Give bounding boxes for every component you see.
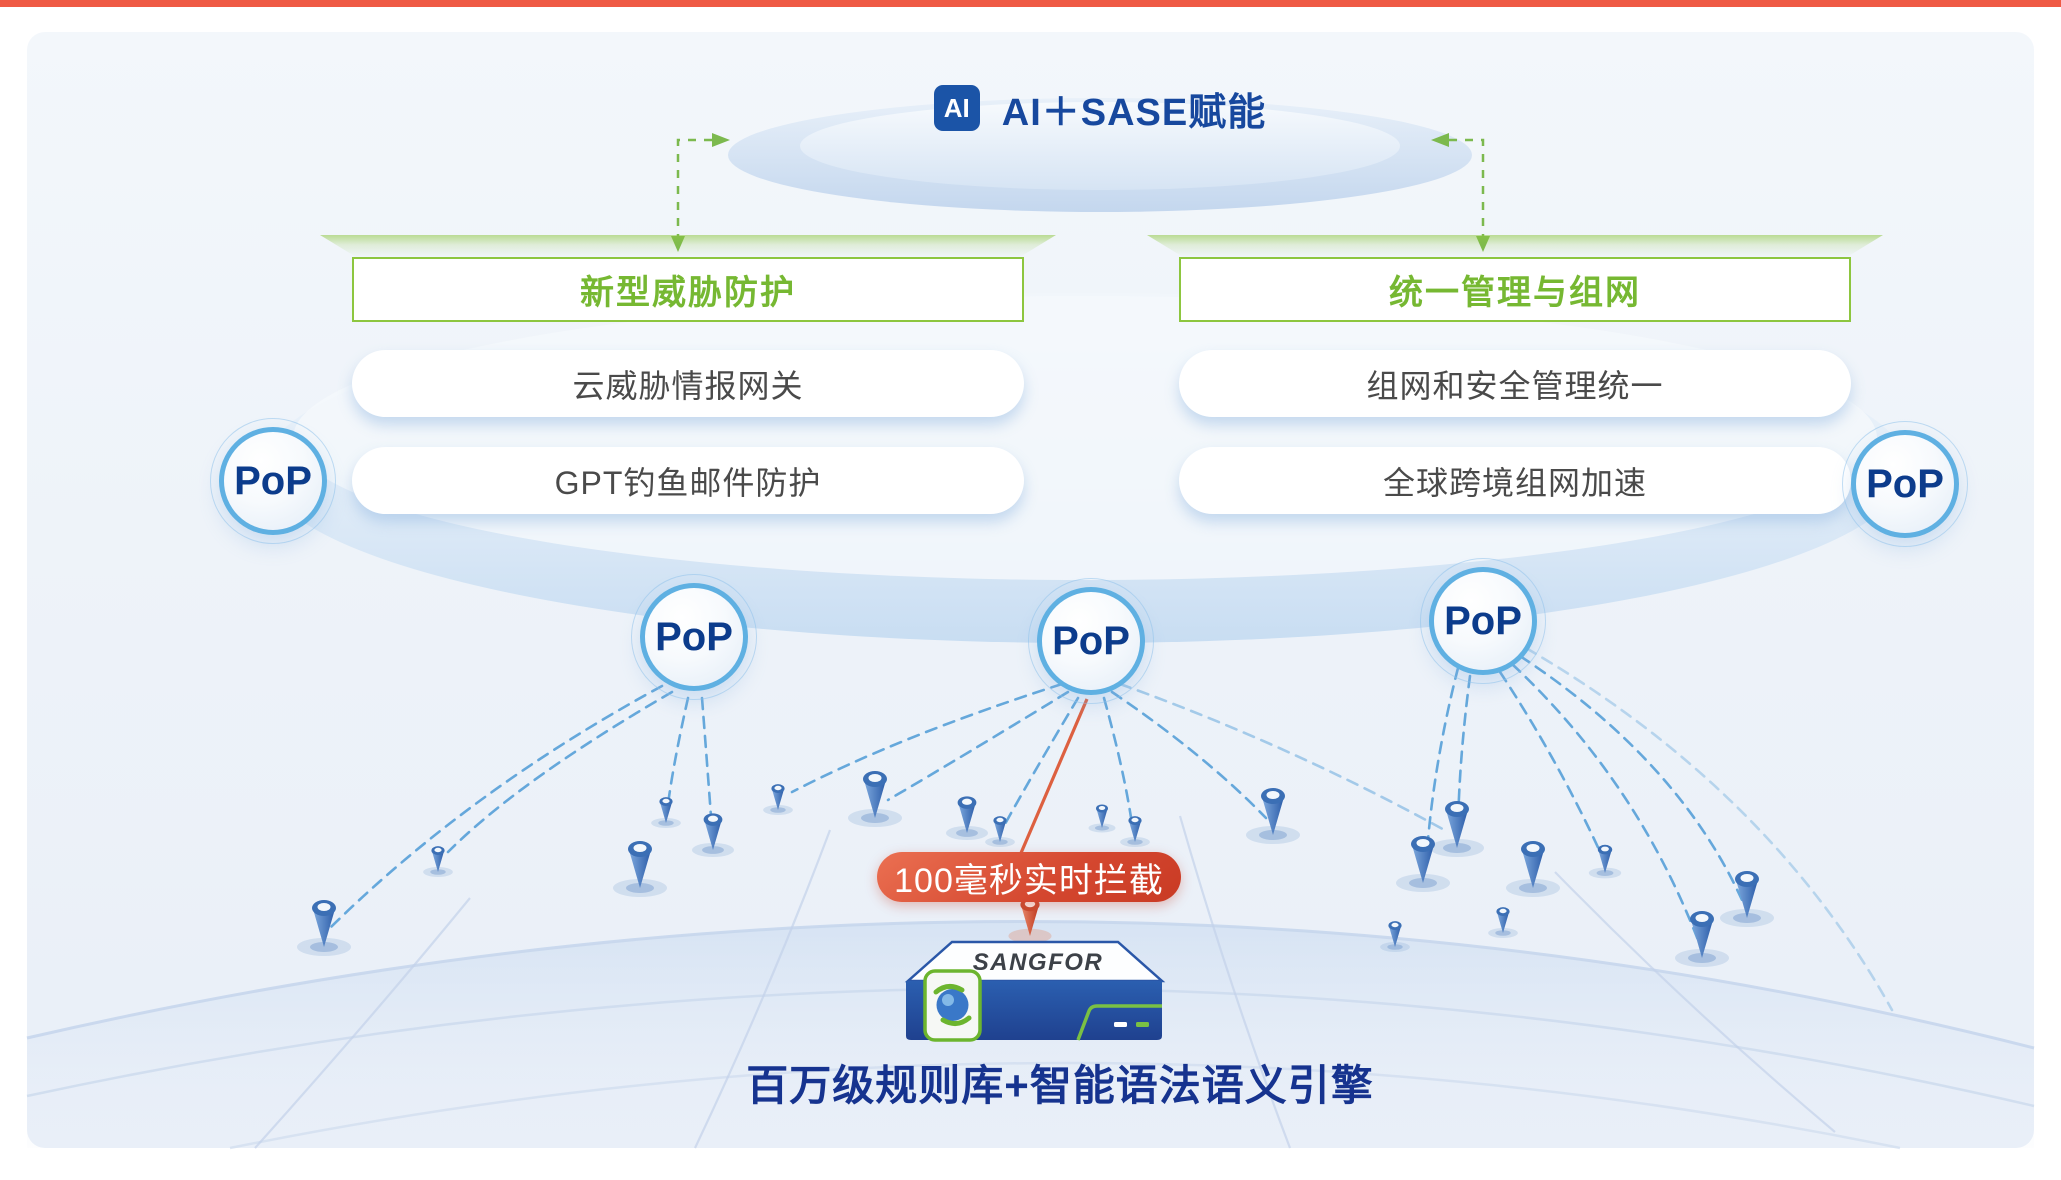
feature-pill-cloud-threat-intel: 云威胁情报网关 xyxy=(352,350,1024,417)
interception-callout: 100毫秒实时拦截 xyxy=(877,852,1181,902)
pop-node-far-left: PoP xyxy=(210,418,336,544)
feature-pill-gpt-phishing: GPT钓鱼邮件防护 xyxy=(352,447,1024,514)
feature-pill-global-accel: 全球跨境组网加速 xyxy=(1179,447,1851,514)
ai-badge: AI xyxy=(933,85,980,131)
pop-node-lower-mid: PoP xyxy=(1028,578,1154,704)
top-accent-bar xyxy=(0,0,2061,7)
pop-node-far-right: PoP xyxy=(1842,421,1968,547)
pop-node-lower-right: PoP xyxy=(1420,558,1546,684)
left-box-lid xyxy=(320,235,1056,257)
engine-caption: 百万级规则库+智能语法语义引擎 xyxy=(746,1062,1374,1109)
left-column-header: 新型威胁防护 xyxy=(352,257,1024,322)
diagram-header: AI AI＋SASE赋能 xyxy=(850,80,1350,136)
diagram-title: AI＋SASE赋能 xyxy=(1001,91,1267,134)
pop-node-lower-left: PoP xyxy=(631,574,757,700)
feature-pill-unified-mgmt: 组网和安全管理统一 xyxy=(1179,350,1851,417)
diagram-panel xyxy=(27,32,2034,1148)
right-box-lid xyxy=(1147,235,1883,257)
right-column-header: 统一管理与组网 xyxy=(1179,257,1851,322)
